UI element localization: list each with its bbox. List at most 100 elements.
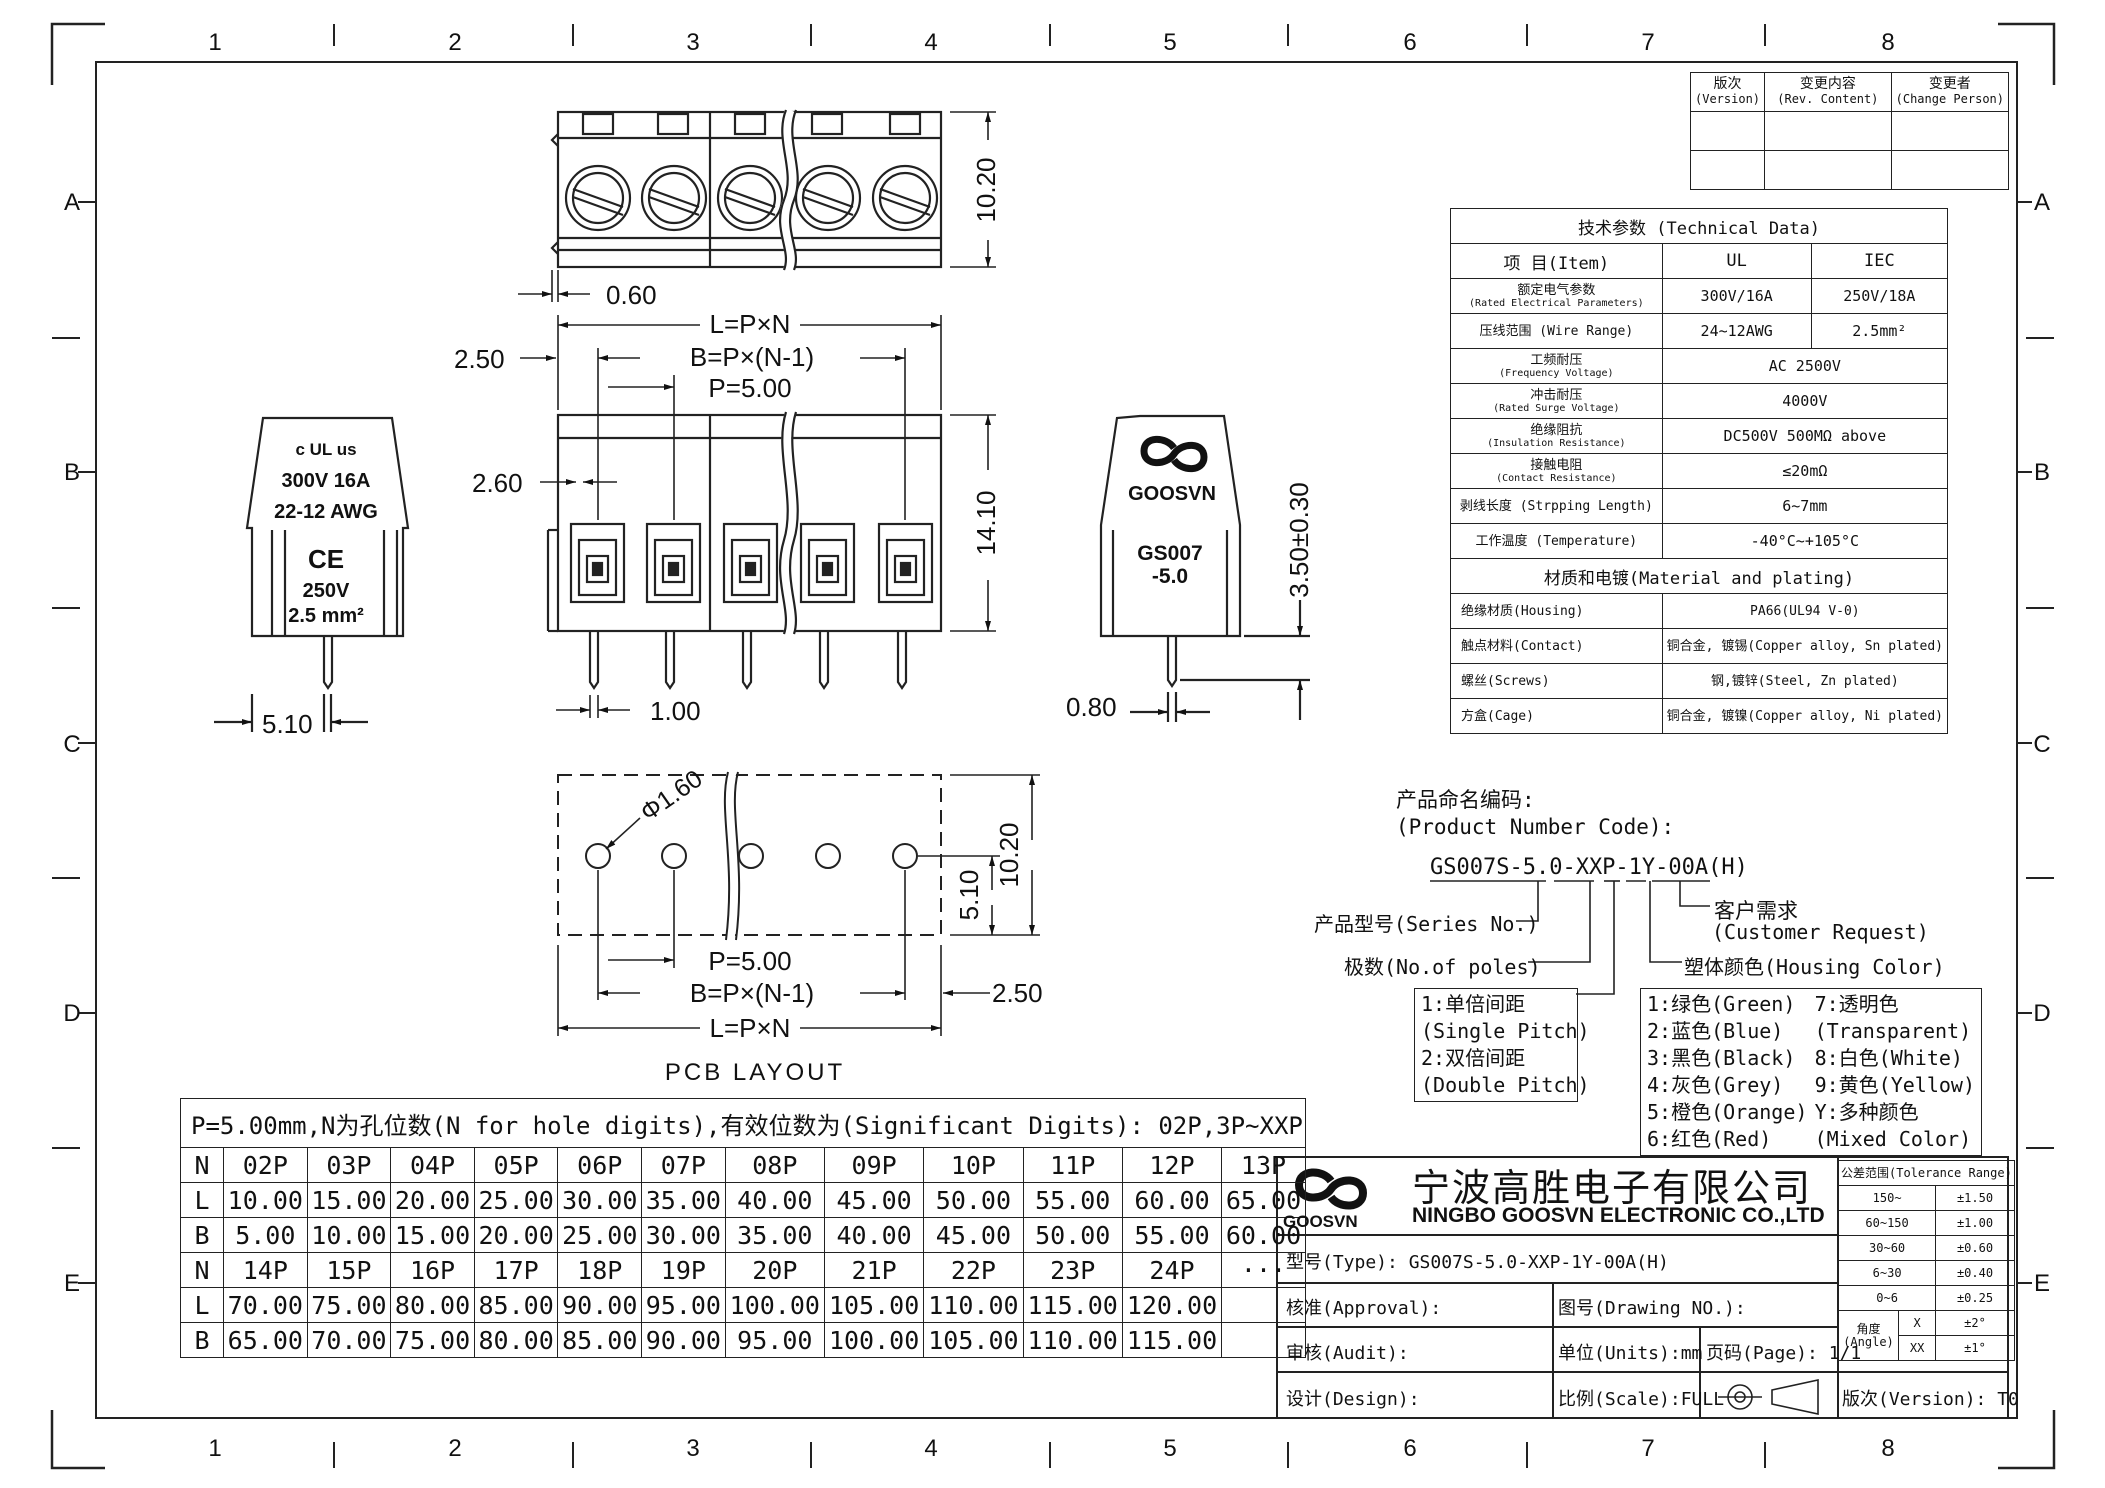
tech-row-label: 冲击耐压(Rated Surge Voltage) (1450, 383, 1663, 419)
color-option: 7:透明色 (1814, 992, 1899, 1016)
size-cell: 16P (390, 1252, 475, 1288)
size-cell: 04P (390, 1147, 475, 1183)
pcb-layout (557, 770, 1040, 1036)
size-cell: 95.00 (641, 1287, 726, 1323)
dim-left-width: 5.10 (262, 709, 313, 739)
col-label: 5 (1163, 1435, 1176, 1462)
ce-mark: CE (308, 544, 344, 574)
rev-header-version: 版次(Version) (1689, 72, 1766, 112)
units-field: 单位(Units):mm (1558, 1343, 1703, 1364)
tech-header-item: 项 目(Item) (1450, 243, 1663, 279)
color-option: 5:橙色(Orange) (1647, 1100, 1808, 1124)
dim-top-height: 10.20 (971, 157, 1001, 222)
color-option: (Transparent) (1814, 1019, 1972, 1043)
size-cell: 50.00 (923, 1182, 1024, 1218)
size-cell: 120.00 (1121, 1287, 1223, 1323)
rev-header-person: 变更者(Change Person) (1890, 72, 2010, 112)
size-row-header: L (180, 1182, 224, 1218)
tolerance-table: 公差范围(Tolerance Range) 150~±1.50 60~150±1… (1837, 1160, 2015, 1361)
audit-field: 审核(Audit): (1286, 1343, 1409, 1364)
size-cell: 40.00 (724, 1182, 825, 1218)
pitch-option: 2:双倍间距 (1421, 1046, 1526, 1070)
size-cell: 5.00 (223, 1217, 308, 1253)
size-cell: 35.00 (724, 1217, 825, 1253)
row-label: C (63, 731, 80, 758)
col-label: 4 (924, 1435, 937, 1462)
row-label: D (2033, 1000, 2050, 1027)
tech-row-value: DC500V 500MΩ above (1661, 418, 1949, 454)
color-option: 6:红色(Red) (1647, 1127, 1772, 1151)
tech-row-value: ≤20mΩ (1661, 453, 1949, 489)
color-option: 1:绿色(Green) (1647, 992, 1796, 1016)
front-view (546, 410, 943, 690)
size-cell: 50.00 (1022, 1217, 1123, 1253)
company-name-cn: 宁波高胜电子有限公司 (1412, 1166, 1813, 1210)
tol-range: 6~30 (1837, 1260, 1937, 1286)
pitch-option: 1:单倍间距 (1421, 992, 1526, 1016)
col-label: 3 (686, 29, 699, 56)
dim-pin-width: 0.80 (1066, 692, 1117, 722)
angle-tol: ±1° (1935, 1335, 2015, 1361)
col-label: 2 (448, 1435, 461, 1462)
size-cell: 11P (1022, 1147, 1123, 1183)
goosvn-logo-icon (1294, 1168, 1368, 1210)
tech-row-label: 额定电气参数(Rated Electrical Parameters) (1450, 278, 1663, 314)
dim-front-B: B=P×(N-1) (690, 342, 814, 372)
rev-cell (1890, 111, 2010, 151)
col-label: 6 (1403, 1435, 1416, 1462)
scale-symbol-icon (1718, 1379, 1819, 1415)
rev-header-content: 变更内容(Rev. Content) (1764, 72, 1892, 112)
tech-row-ul: 24~12AWG (1661, 313, 1812, 349)
size-cell: 55.00 (1121, 1217, 1223, 1253)
size-cell: 18P (557, 1252, 643, 1288)
size-cell: 20.00 (390, 1182, 475, 1218)
col-label: 8 (1881, 1435, 1894, 1462)
poles-label: 极数(No.of poles) (1344, 955, 1541, 979)
rev-cell (1689, 150, 1766, 190)
col-label: 3 (686, 1435, 699, 1462)
size-row-header: N (180, 1147, 224, 1183)
left-rating-4: 2.5 mm² (288, 605, 364, 627)
tech-row-label: 压线范围 (Wire Range) (1450, 313, 1663, 349)
size-cell: 13P (1221, 1147, 1306, 1183)
grid-labels: 1 2 3 4 5 6 7 8 1 2 3 4 5 6 7 8 A B C D … (63, 29, 2050, 1462)
size-cell (1221, 1287, 1306, 1323)
pcb-dim-P: P=5.00 (708, 946, 791, 976)
rev-cell (1764, 150, 1892, 190)
size-cell: 65.00 (223, 1322, 308, 1358)
col-label: 5 (1163, 29, 1176, 56)
size-cell: 23P (1022, 1252, 1123, 1288)
col-label: 1 (208, 29, 221, 56)
drawing-number-field: 图号(Drawing NO.): (1558, 1298, 1746, 1319)
col-label: 1 (208, 1435, 221, 1462)
right-brand: GOOSVN (1128, 483, 1216, 505)
tech-row-value: 6~7mm (1661, 488, 1949, 524)
material-label: 绝缘材质(Housing) (1450, 593, 1663, 629)
pitch-option: (Single Pitch) (1421, 1019, 1590, 1043)
tech-row-iec: 250V/18A (1810, 278, 1949, 314)
dim-front-250: 2.50 (454, 344, 505, 374)
rev-cell (1764, 111, 1892, 151)
left-rating-3: 250V (303, 580, 350, 602)
material-value: 钢,镀锌(Steel, Zn plated) (1661, 663, 1949, 699)
material-label: 螺丝(Screws) (1450, 663, 1663, 699)
size-cell: 15.00 (390, 1217, 475, 1253)
row-label: E (2034, 1270, 2050, 1297)
size-cell: 15.00 (306, 1182, 392, 1218)
tol-value: ±0.60 (1935, 1235, 2015, 1261)
tech-row-value: AC 2500V (1661, 348, 1949, 384)
title-brand: GOOSVN (1283, 1212, 1358, 1231)
size-cell: 22P (923, 1252, 1024, 1288)
pcb-hole-dim: Φ1.60 (635, 765, 707, 827)
angle-code: XX (1897, 1335, 1937, 1361)
size-row-header: B (180, 1322, 224, 1358)
technical-data-table: 技术参数 (Technical Data) 项 目(Item) UL IEC 额… (1450, 208, 1949, 734)
color-option: 4:灰色(Grey) (1647, 1073, 1784, 1097)
tolerance-title: 公差范围(Tolerance Range) (1838, 1160, 2015, 1186)
product-code-leaders (1430, 880, 1710, 995)
size-cell: 17P (473, 1252, 559, 1288)
dim-top-offset: 0.60 (606, 280, 657, 310)
material-value: 铜合金, 镀锡(Copper alloy, Sn plated) (1661, 628, 1949, 664)
color-option: 8:白色(White) (1814, 1046, 1963, 1070)
size-cell: 12P (1121, 1147, 1223, 1183)
